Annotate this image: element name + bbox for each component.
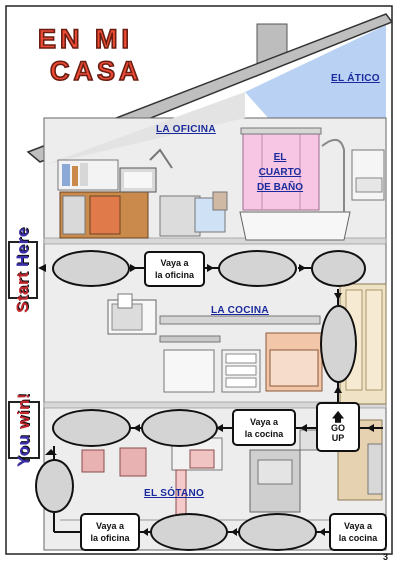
title-line-1: EN MI (37, 23, 134, 55)
board-space-9[interactable] (238, 513, 317, 551)
board-space-1[interactable] (52, 250, 130, 287)
room-label-sotano: EL SÓTANO (144, 488, 205, 499)
here-word: Here (13, 226, 32, 267)
card-vaya-oficina-bottom-line-1: Vaya a (95, 521, 124, 531)
room-label-atico: EL ÁTICO (331, 73, 380, 84)
card-vaya-oficina-top-line-2: la oficina (154, 270, 194, 280)
card-vaya-oficina-top-line-1: Vaya a (160, 258, 189, 268)
board-space-4[interactable] (320, 305, 357, 383)
you-word: You (14, 434, 33, 467)
card-vaya-cocina-bottom-line-1: Vaya a (343, 521, 373, 531)
board-space-8[interactable] (150, 513, 228, 551)
win-word: win! (14, 393, 33, 430)
up-arrow-icon: 🡅 (331, 410, 345, 424)
board-space-3[interactable] (311, 250, 366, 287)
card-go-up[interactable]: 🡅 GO UP (316, 402, 360, 452)
card-vaya-cocina-bottom-line-2: la cocina (338, 533, 378, 543)
room-label-bano: EL CUARTO DE BAÑO (250, 150, 310, 195)
board-space-5[interactable] (141, 409, 218, 447)
room-label-bano-line-3: DE BAÑO (256, 182, 304, 193)
card-vaya-oficina-bottom-line-2: la oficina (90, 533, 130, 543)
card-vaya-cocina-bottom[interactable]: Vaya a la cocina (329, 513, 387, 551)
room-label-bano-line-2: CUARTO (258, 167, 302, 178)
card-vaya-oficina-bottom[interactable]: Vaya a la oficina (80, 513, 140, 551)
room-label-oficina: LA OFICINA (156, 124, 216, 135)
page-number: 3 (383, 552, 389, 562)
start-word: Start (13, 271, 32, 314)
card-go-up-line-2: UP (331, 433, 345, 443)
card-vaya-cocina-mid-line-2: la cocina (244, 428, 284, 439)
card-vaya-oficina-top[interactable]: Vaya a la oficina (144, 251, 205, 287)
board-space-7[interactable] (35, 459, 74, 513)
you-win-tab: You win! (8, 393, 40, 467)
start-here-tab: Start Here (8, 227, 38, 313)
title-line-2: CASA (49, 55, 143, 87)
card-vaya-cocina-mid-line-1: Vaya a (249, 416, 279, 427)
room-label-bano-line-1: EL (273, 152, 287, 163)
room-label-cocina: LA COCINA (211, 305, 269, 316)
board-space-2[interactable] (218, 250, 297, 287)
board-space-6[interactable] (52, 409, 131, 447)
card-go-up-line-1: GO (330, 423, 345, 433)
